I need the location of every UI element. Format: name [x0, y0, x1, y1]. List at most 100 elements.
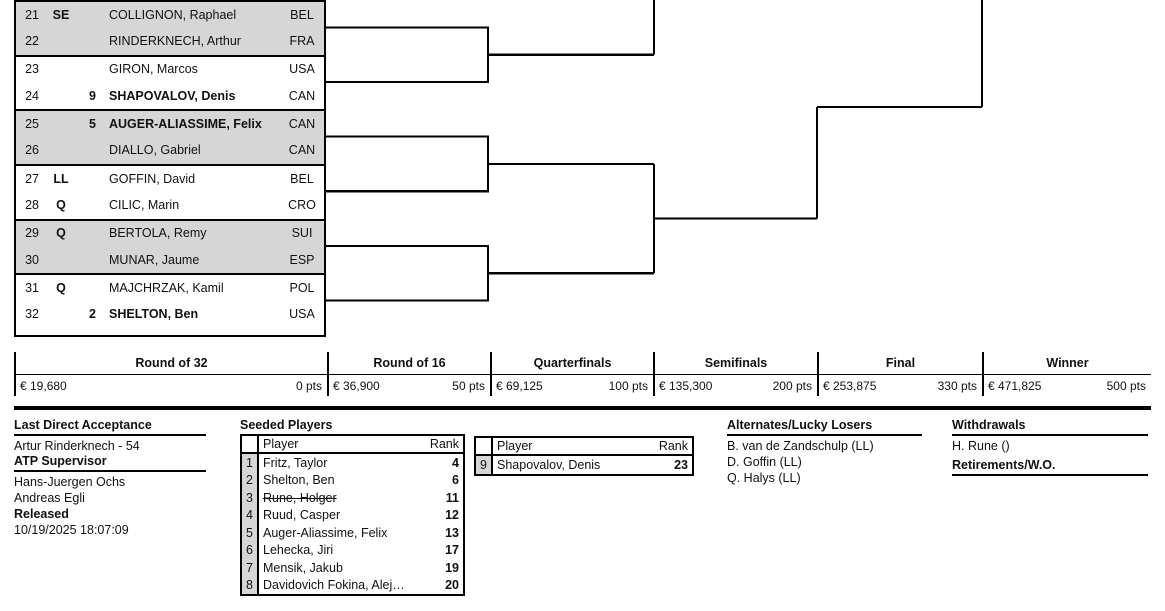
draw-row-country: CAN — [288, 88, 316, 103]
seed-number-header-overflow — [475, 437, 493, 456]
atp-supervisor-name-2: Andreas Egli — [14, 491, 85, 505]
seeded-players-title: Seeded Players — [240, 418, 333, 432]
last-direct-acceptance-value: Artur Rinderknech - 54 — [14, 439, 140, 453]
draw-row-status: SE — [52, 7, 70, 22]
draw-row-player: GOFFIN, David — [109, 171, 196, 186]
seeded-player-rank: 13 — [425, 524, 464, 542]
seeded-player-name: Auger-Aliassime, Felix — [258, 524, 425, 542]
seeded-overflow-header-row: Player Rank — [475, 437, 693, 456]
atp-supervisor-title: ATP Supervisor — [14, 454, 206, 472]
draw-row-number: 26 — [25, 143, 39, 158]
seeded-player-rank: 4 — [425, 453, 464, 472]
retirements-title: Retirements/W.O. — [952, 458, 1148, 476]
seed-number: 1 — [241, 453, 259, 472]
bracket-lines — [326, 0, 984, 302]
seed-number: 8 — [241, 576, 259, 595]
draw-row-country: SUI — [291, 226, 313, 241]
seeded-player-rank: 11 — [425, 489, 464, 507]
draw-row-number: 32 — [25, 307, 39, 322]
draw-row-player: DIALLO, Gabriel — [109, 143, 201, 158]
last-direct-acceptance-section: Last Direct Acceptance Artur Rinderknech… — [14, 418, 206, 538]
round-header-2: Round of 16 — [327, 352, 490, 374]
alternate-entry: Q. Halys (LL) — [727, 471, 801, 485]
round-points: 200 pts — [772, 378, 812, 393]
draw-row-number: 24 — [25, 88, 39, 103]
round-money-5: € 253,875 330 pts — [817, 375, 982, 396]
round-header-3: Quarterfinals — [490, 352, 653, 374]
draw-row-player: RINDERKNECH, Arthur — [109, 33, 241, 48]
seed-number: 7 — [241, 559, 259, 577]
released-title: Released — [14, 507, 69, 521]
draw-row-number: 25 — [25, 116, 39, 131]
draw-row-number: 31 — [25, 280, 39, 295]
seed-number: 3 — [241, 489, 259, 507]
alternates-section: Alternates/Lucky Losers B. van de Zandsc… — [727, 418, 922, 486]
round-points: 330 pts — [937, 378, 977, 393]
round-header-4: Semifinals — [653, 352, 817, 374]
draw-row-number: 30 — [25, 252, 39, 267]
draw-row-player: SHELTON, Ben — [109, 307, 199, 322]
draw-row-seed: 2 — [89, 307, 96, 322]
seeded-player-rank: 23 — [654, 455, 693, 475]
seeded-player-rank: 17 — [425, 541, 464, 559]
draw-row-number: 23 — [25, 62, 39, 77]
section-divider — [14, 406, 1151, 410]
seeded-player-rank: 19 — [425, 559, 464, 577]
draw-row-country: USA — [289, 307, 315, 322]
draw-row[interactable]: 32 2 SHELTON, Ben USA — [16, 301, 324, 328]
atp-supervisor-name-1: Hans-Juergen Ochs — [14, 475, 126, 489]
draw-row-country: CRO — [288, 197, 316, 212]
alternate-entry: B. van de Zandschulp (LL) — [727, 439, 874, 453]
seeded-player-name: Fritz, Taylor — [258, 453, 425, 472]
round-points: 0 pts — [295, 378, 322, 393]
round-prize: € 19,680 — [20, 378, 67, 393]
alternate-entry: D. Goffin (LL) — [727, 455, 802, 469]
draw-row-player: GIRON, Marcos — [109, 62, 198, 77]
round-prize: € 69,125 — [496, 378, 543, 393]
draw-row-country: FRA — [289, 33, 315, 48]
round-points: 50 pts — [452, 378, 485, 393]
withdrawal-entry: H. Rune () — [952, 439, 1010, 453]
seeded-player-rank: 12 — [425, 506, 464, 524]
seeded-player-name: Shapovalov, Denis — [492, 455, 654, 475]
seed-number: 2 — [241, 471, 259, 489]
draw-row-country: BEL — [290, 171, 314, 186]
round-prize: € 471,825 — [988, 378, 1042, 393]
draw-row-status: Q — [56, 226, 66, 241]
seed-number: 4 — [241, 506, 259, 524]
seed-number-header — [241, 435, 259, 454]
round-header-1: Round of 32 — [14, 352, 327, 374]
round-prize: € 253,875 — [823, 378, 877, 393]
draw-row-status: LL — [53, 171, 69, 186]
round-prize: € 135,300 — [659, 378, 713, 393]
round-prize: € 36,900 — [333, 378, 380, 393]
